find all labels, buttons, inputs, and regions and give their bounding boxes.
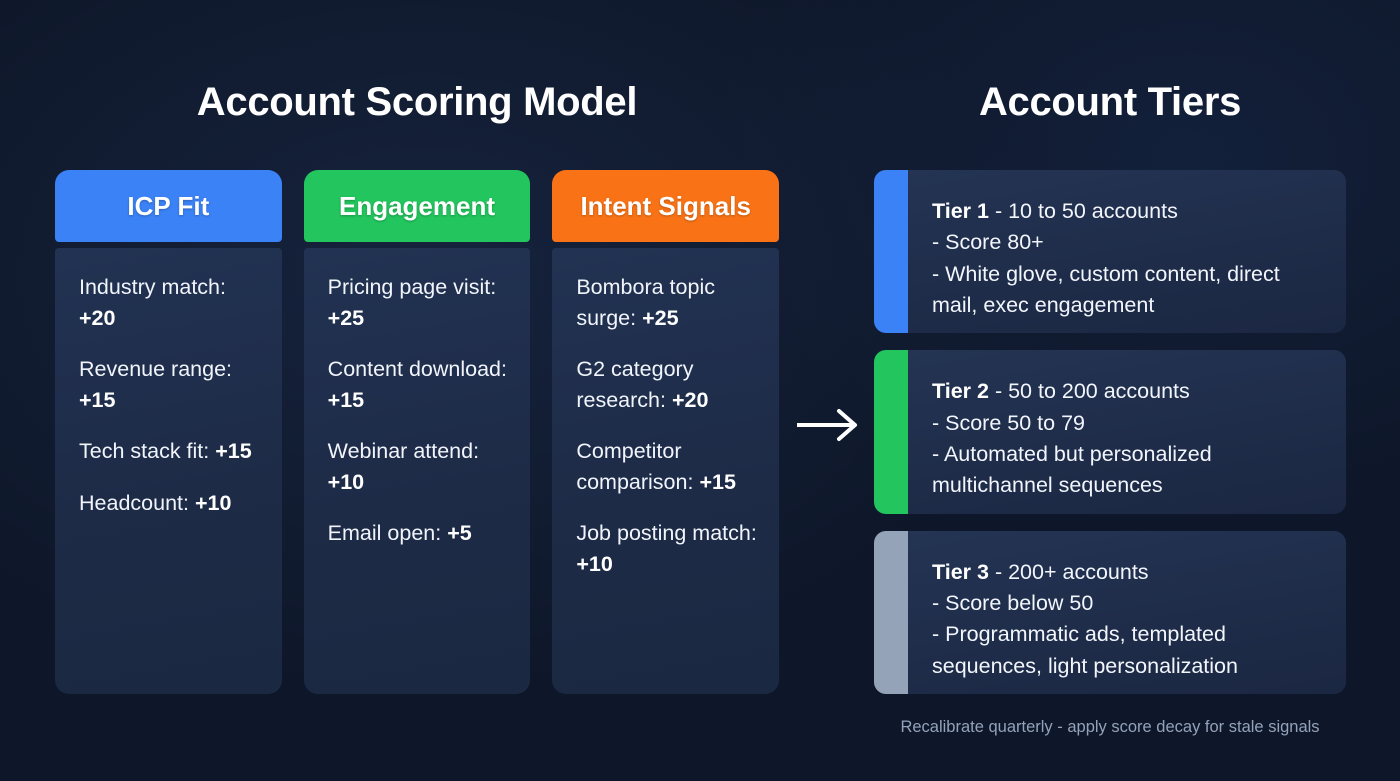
factor-label: Bombora topic surge: — [576, 275, 715, 330]
factor-label: Tech stack fit: — [79, 439, 210, 464]
tier-accent-bar — [874, 170, 908, 334]
factor-points: +10 — [576, 551, 613, 576]
tier-card[interactable]: Tier 1 - 10 to 50 accounts - Score 80+ - W… — [874, 170, 1346, 334]
factor-label: Revenue range: — [79, 357, 232, 382]
scoring-factor: Webinar attend: +10 — [328, 436, 509, 497]
factor-points: +15 — [327, 387, 365, 412]
scoring-factor: Bombora topic surge: +25 — [576, 272, 757, 333]
tier-summary: - 200+ accounts — [988, 559, 1149, 584]
column-header[interactable]: ICP Fit — [55, 170, 282, 242]
tier-detail-line: - Score below 50 — [932, 591, 1094, 616]
tier-name: Tier 2 — [932, 379, 989, 404]
scoring-factor: Industry match: +20 — [79, 272, 260, 333]
footnote: Recalibrate quarterly - apply score deca… — [900, 718, 1320, 736]
tier-heading: Tier 1 - 10 to 50 accounts — [932, 196, 1324, 227]
arrow-right-icon — [795, 405, 865, 445]
factor-points: +5 — [447, 521, 472, 546]
scoring-factor: Pricing page visit: +25 — [328, 272, 509, 333]
tier-detail-line: - Score 80+ — [932, 230, 1044, 255]
factor-label: Email open: — [327, 521, 442, 546]
scoring-model-title: Account Scoring Model — [196, 80, 638, 124]
scoring-factor: Headcount: +10 — [79, 488, 260, 519]
factor-label: Industry match: — [79, 275, 226, 299]
tier-summary: - 10 to 50 accounts — [988, 199, 1178, 223]
tier-card[interactable]: Tier 3 - 200+ accounts - Score below 50 - … — [874, 530, 1346, 694]
scoring-factor: Content download: +15 — [328, 354, 509, 415]
scoring-factor: Tech stack fit: +15 — [79, 436, 260, 467]
tier-detail-line: - Automated but personalized multichanne… — [932, 442, 1212, 498]
tier-card[interactable]: Tier 2 - 50 to 200 accounts - Score 50 to… — [874, 350, 1346, 514]
factor-points: +10 — [194, 490, 232, 515]
factor-label: Pricing page visit: — [327, 275, 497, 299]
tier-detail-line: - Score 50 to 79 — [932, 410, 1085, 435]
account-tiers-title: Account Tiers — [978, 80, 1242, 124]
factor-label: Headcount: — [79, 490, 189, 515]
factor-points: +20 — [79, 305, 116, 330]
tier-name: Tier 1 — [932, 199, 989, 223]
column-header[interactable]: Intent Signals — [552, 170, 780, 242]
factor-points: +15 — [79, 387, 116, 412]
scoring-factor: Job posting match: +10 — [576, 518, 757, 579]
tier-body: Tier 3 - 200+ accounts - Score below 50 - … — [908, 531, 1346, 694]
tier-detail-line: - Programmatic ads, templated sequences,… — [932, 622, 1238, 678]
factor-points: +10 — [327, 469, 365, 494]
tier-body: Tier 2 - 50 to 200 accounts - Score 50 to… — [908, 350, 1346, 513]
tier-name: Tier 3 — [932, 559, 989, 584]
factor-points: +20 — [671, 387, 709, 412]
column-header[interactable]: Engagement — [303, 170, 531, 242]
factor-label: Content download: — [327, 357, 507, 382]
factor-label: Job posting match: — [576, 521, 757, 546]
factor-label: G2 category research: — [576, 357, 694, 412]
tier-list: Tier 1 - 10 to 50 accounts - Score 80+ - W… — [874, 170, 1346, 694]
tier-heading: Tier 3 - 200+ accounts — [932, 557, 1324, 588]
tier-accent-bar — [874, 350, 908, 514]
factor-points: +25 — [327, 305, 365, 330]
scoring-factor: Revenue range: +15 — [79, 354, 260, 415]
factor-label: Competitor comparison: — [576, 439, 694, 494]
scoring-factor: Email open: +5 — [328, 518, 509, 549]
tier-accent-bar — [874, 530, 908, 694]
factor-label: Webinar attend: — [327, 439, 480, 464]
factor-points: +15 — [215, 439, 252, 464]
factor-points: +25 — [642, 305, 679, 330]
scoring-factor: Competitor comparison: +15 — [576, 436, 757, 497]
tier-body: Tier 1 - 10 to 50 accounts - Score 80+ - W… — [908, 170, 1346, 333]
tier-heading: Tier 2 - 50 to 200 accounts — [932, 376, 1324, 407]
scoring-factor: G2 category research: +20 — [576, 354, 757, 415]
tier-summary: - 50 to 200 accounts — [988, 379, 1190, 404]
tier-detail-line: - White glove, custom content, direct ma… — [932, 261, 1280, 318]
column-body: Bombora topic surge: +25 G2 category rese… — [552, 248, 780, 694]
factor-points: +15 — [699, 469, 736, 494]
